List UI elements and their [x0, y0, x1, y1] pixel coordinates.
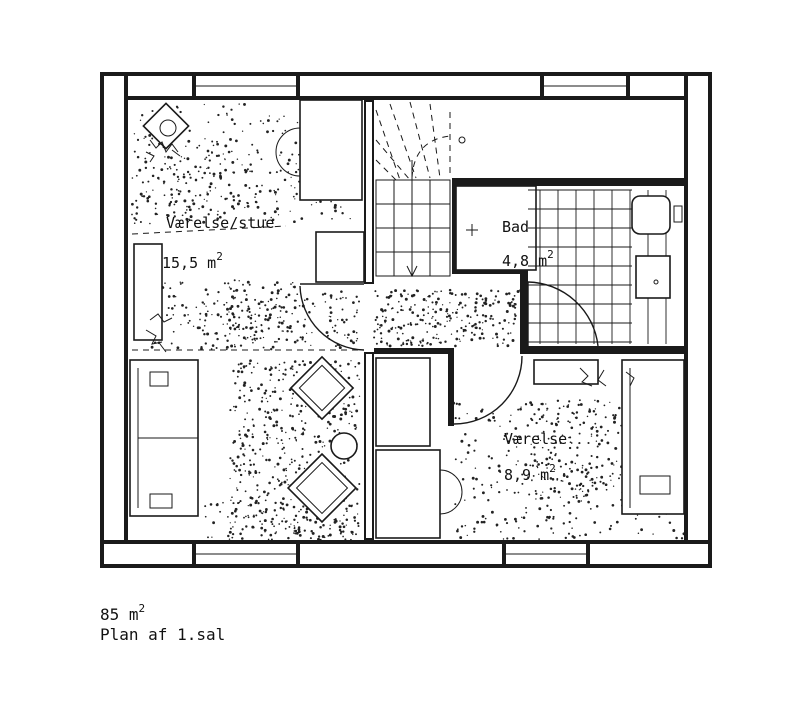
- plan-title: Plan af 1.sal: [100, 625, 225, 644]
- bathroom: [455, 185, 683, 347]
- bedroom-name: Værelse: [504, 430, 567, 448]
- bath-room-area: 4,8 m2: [502, 248, 554, 270]
- room-labels: Værelse/stue 15,5 m2 Bad 4,8 m2 Værelse …: [162, 214, 567, 484]
- living-room-name: Værelse/stue: [166, 214, 274, 232]
- bedroom-furniture: [375, 355, 685, 539]
- dividers: [131, 225, 364, 351]
- living-furniture: [129, 99, 365, 524]
- bedroom-area: 8,9 m2: [504, 462, 556, 484]
- outer-walls: [100, 72, 712, 568]
- bath-room-name: Bad: [502, 218, 529, 236]
- inner-walls: [364, 100, 684, 540]
- total-area: 85 m2: [100, 602, 145, 624]
- living-room-area: 15,5 m2: [162, 250, 223, 272]
- staircase: [375, 101, 466, 278]
- plan-caption: 85 m2 Plan af 1.sal: [100, 602, 225, 644]
